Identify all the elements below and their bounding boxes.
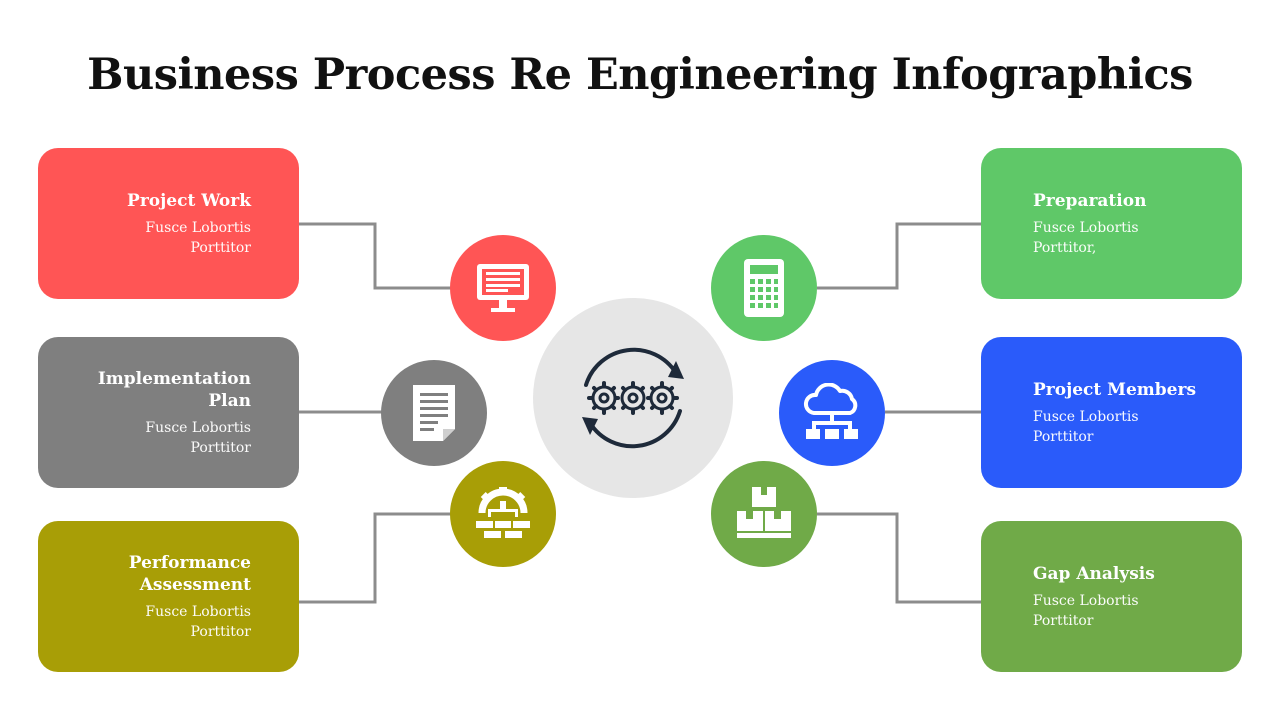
connector-performance-assessment (299, 512, 452, 604)
center-circle (533, 298, 733, 498)
circle-project-work (450, 235, 556, 341)
circle-implementation-plan (381, 360, 487, 466)
document-icon (413, 385, 455, 441)
card-title: Preparation (1033, 190, 1147, 211)
gears-cycle-icon (582, 347, 684, 449)
card-title: Project Work (127, 190, 251, 211)
page-title: Business Process Re Engineering Infograp… (87, 50, 1193, 100)
connector-project-work (299, 222, 452, 290)
connector-gap-analysis (817, 512, 981, 604)
card-text: Fusce Lobortis Porttitor (145, 603, 251, 640)
card-preparation: Preparation Fusce Lobortis Porttitor, (981, 148, 1242, 299)
card-performance-assessment: Performance Assessment Fusce Lobortis Po… (38, 521, 299, 672)
card-gap-analysis: Gap Analysis Fusce Lobortis Porttitor (981, 521, 1242, 672)
card-text: Fusce Lobortis Porttitor (145, 219, 251, 256)
card-title: Performance Assessment (128, 552, 251, 595)
card-project-members: Project Members Fusce Lobortis Porttitor (981, 337, 1242, 488)
circle-project-members (779, 360, 885, 466)
card-title: Project Members (1033, 379, 1197, 400)
card-title: Gap Analysis (1033, 563, 1155, 584)
card-text: Fusce Lobortis Porttitor, (1033, 219, 1139, 256)
card-implementation-plan: Implementation Plan Fusce Lobortis Portt… (38, 337, 299, 488)
card-text: Fusce Lobortis Porttitor (1033, 592, 1139, 629)
circle-preparation (711, 235, 817, 341)
computer-monitor-icon (477, 264, 529, 312)
cloud-network-icon (804, 383, 858, 439)
connector-preparation (817, 222, 981, 290)
boxes-icon (737, 487, 791, 538)
card-text: Fusce Lobortis Porttitor (145, 419, 251, 456)
card-title: Implementation Plan (97, 368, 251, 411)
circle-gap-analysis (711, 461, 817, 567)
card-project-work: Project Work Fusce Lobortis Porttitor (38, 148, 299, 299)
card-text: Fusce Lobortis Porttitor (1033, 408, 1139, 445)
calculator-icon (744, 259, 784, 317)
gear-network-icon (476, 487, 530, 538)
circle-performance-assessment (450, 461, 556, 567)
